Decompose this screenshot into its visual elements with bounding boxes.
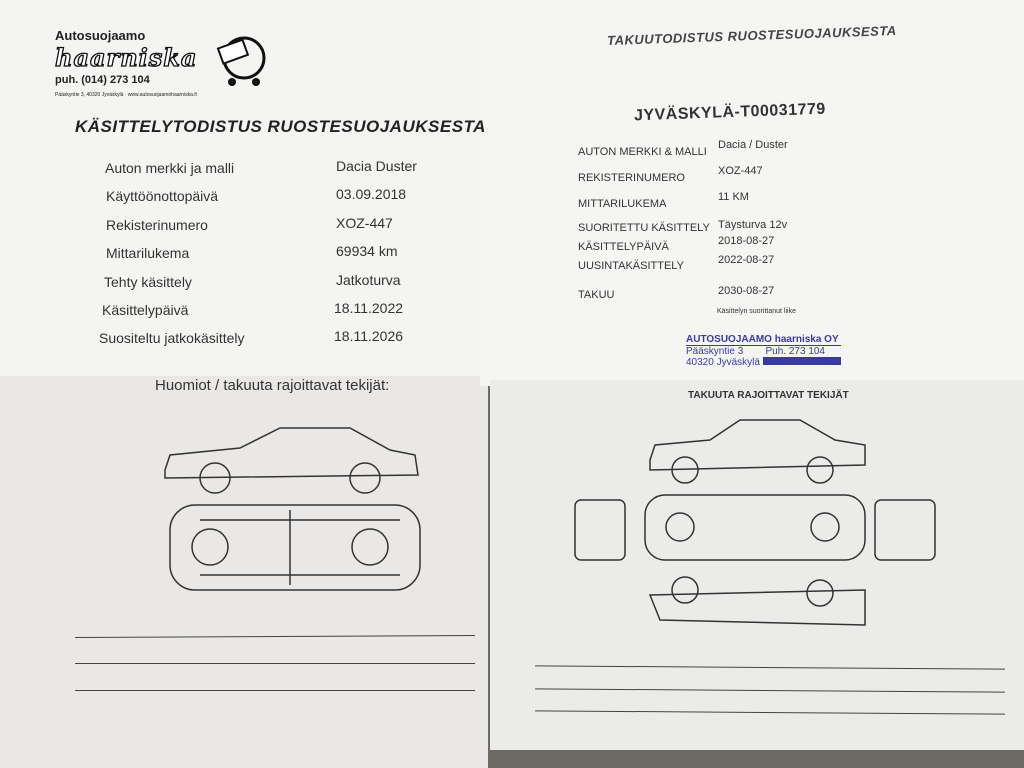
logo-phone: puh. (014) 273 104 — [55, 74, 150, 86]
field-label: AUTON MERKKI & MALLI — [578, 146, 707, 158]
field-label: Rekisterinumero — [106, 217, 208, 233]
field-value: 69934 km — [336, 243, 398, 259]
field-value: Jatkoturva — [336, 272, 401, 288]
logo-address: Pääskyntie 3, 40320 Jyväskylä · www.auto… — [55, 92, 197, 98]
field-value: Täysturva 12v — [718, 219, 788, 231]
field-label: SUORITETTU KÄSITTELY — [578, 222, 710, 234]
field-label: Käyttöönottopäivä — [106, 188, 219, 204]
warranty-certificate-bottom — [490, 380, 1024, 750]
logo-line: Autosuojaamo — [55, 28, 146, 43]
field-label: REKISTERINUMERO — [578, 172, 685, 184]
treatment-certificate-bottom — [0, 376, 488, 768]
field-label: Käsittelypäivä — [102, 302, 189, 318]
stamp-street: Pääskyntie 3 — [686, 346, 744, 357]
redaction — [762, 357, 841, 365]
field-value: XOZ-447 — [336, 215, 393, 231]
field-value: 2022-08-27 — [718, 254, 775, 266]
left-title: KÄSITTELYTODISTUS RUOSTESUOJAUKSESTA — [75, 117, 486, 136]
warranty-certificate-top — [480, 0, 1024, 386]
field-value: 03.09.2018 — [336, 186, 407, 202]
field-value: 18.11.2026 — [334, 328, 404, 344]
field-label: MITTARILUKEMA — [578, 198, 667, 210]
field-value: 2030-08-27 — [718, 285, 775, 297]
company-logo: Autosuojaamo haarniska puh. (014) 273 10… — [54, 28, 198, 98]
performed-by-label: Käsittelyn suorittanut liike — [717, 308, 796, 315]
field-value: 2018-08-27 — [718, 235, 775, 247]
car-diagram-left — [164, 427, 421, 591]
notes-title: Huomiot / takuuta rajoittavat tekijät: — [155, 377, 390, 394]
field-value: Dacia / Duster — [718, 139, 788, 151]
limits-title: TAKUUTA RAJOITTAVAT TEKIJÄT — [688, 390, 849, 401]
treatment-certificate-top — [0, 0, 486, 382]
field-value: Dacia Duster — [336, 158, 417, 174]
field-label: UUSINTAKÄSITTELY — [578, 260, 684, 272]
stamp-city: 40320 Jyväskylä — [686, 357, 760, 368]
car-diagram-right — [574, 419, 936, 626]
field-label: Tehty käsittely — [104, 274, 192, 290]
field-label: Suositeltu jatkokäsittely — [99, 330, 245, 346]
field-value: 11 KM — [718, 191, 749, 203]
stamp-name: AUTOSUOJAAMO haarniska OY — [686, 334, 841, 346]
field-value: 18.11.2022 — [334, 300, 404, 316]
field-label: TAKUU — [578, 289, 615, 301]
logo-brand: haarniska — [54, 42, 198, 72]
field-value: XOZ-447 — [718, 165, 763, 177]
field-label: Auton merkki ja malli — [105, 160, 235, 176]
field-label: KÄSITTELYPÄIVÄ — [578, 241, 669, 253]
field-label: Mittarilukema — [106, 245, 190, 261]
armor-helmet-icon — [216, 36, 266, 86]
stamp-phone: Puh. 273 104 — [765, 346, 826, 357]
company-stamp: AUTOSUOJAAMO haarniska OY Pääskyntie 3 P… — [686, 334, 841, 368]
